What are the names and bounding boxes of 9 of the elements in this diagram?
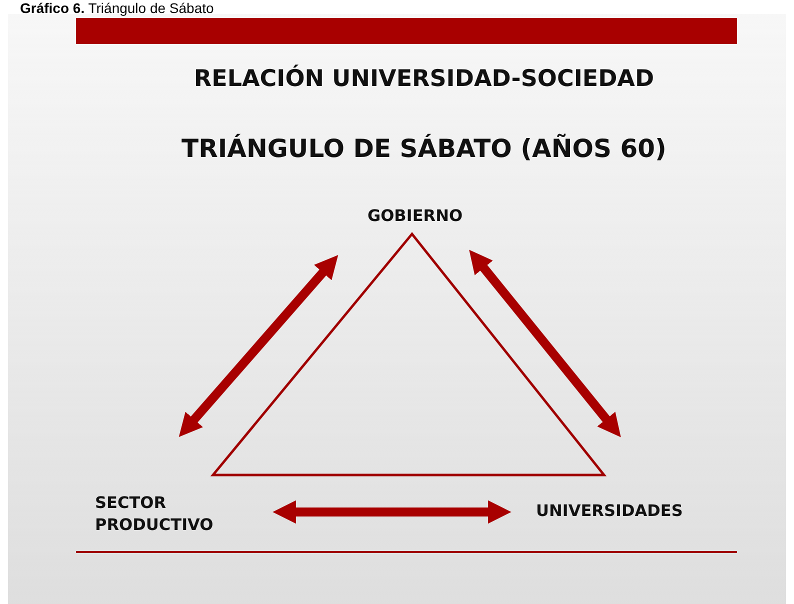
figure-caption: Gráfico 6. Triángulo de Sábato — [20, 0, 214, 17]
node-label: UNIVERSIDADES — [536, 500, 736, 522]
double-arrow — [272, 500, 512, 524]
heading: TRIÁNGULO DE SÁBATO (AÑOS 60) — [182, 132, 666, 165]
node-label: GOBIERNO — [340, 205, 490, 227]
double-arrow — [178, 254, 338, 438]
heading: RELACIÓN UNIVERSIDAD-SOCIEDAD — [194, 64, 654, 94]
double-arrow — [469, 250, 621, 438]
node-label: SECTOR PRODUCTIVO — [95, 492, 265, 536]
